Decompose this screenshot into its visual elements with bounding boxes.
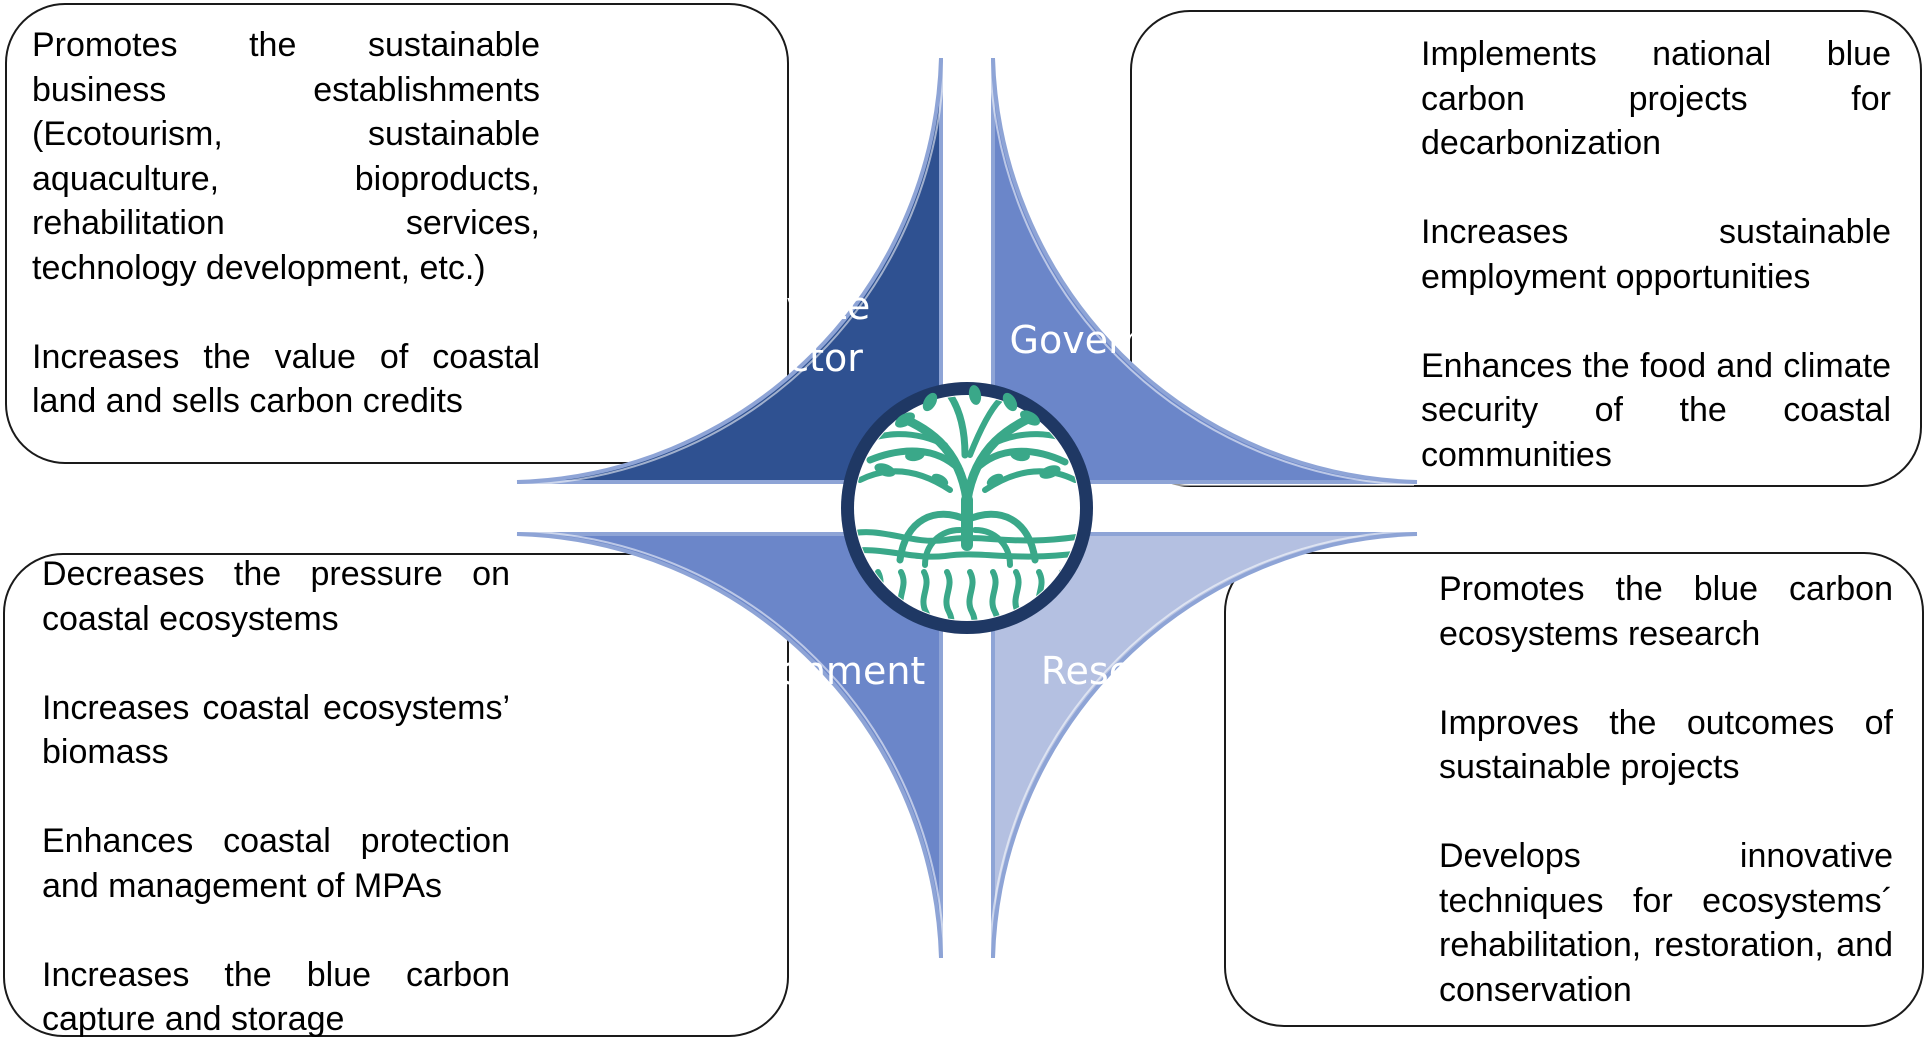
government-point-1: Implements national blue carbon projects… [1421, 35, 1891, 162]
text-environment: Decreases the pressure on coastal ecosys… [42, 552, 510, 1042]
quadrant-research-highlight [989, 530, 1415, 956]
quadrant-private-sector [516, 57, 943, 484]
quadrant-government [991, 57, 1418, 484]
environment-point-2: Increases coastal ecosystems’ biomass [42, 688, 510, 772]
private-sector-point-1: Promotes the sustainable business establ… [32, 26, 540, 287]
text-research: Promotes the blue carbon ecosystems rese… [1439, 567, 1893, 1012]
environment-point-4: Increases the blue carbon capture and st… [42, 955, 510, 1039]
private-sector-point-2: Increases the value of coastal land and … [32, 337, 540, 421]
quadrant-label-line: Government [1010, 318, 1247, 362]
text-private-sector: Promotes the sustainable business establ… [32, 23, 540, 424]
government-point-2: Increases sustainable employment opportu… [1421, 213, 1891, 296]
quadrant-environment-highlight [519, 530, 945, 956]
box-research [1224, 552, 1924, 1027]
research-point-1: Promotes the blue carbon ecosystems rese… [1439, 570, 1893, 653]
environment-point-3: Enhances coastal protection and manageme… [42, 822, 510, 905]
quadrant-label-environment: Environment [683, 649, 926, 693]
mangrove-tree-logo-icon [841, 382, 1093, 634]
quadrant-label-line: Environment [683, 649, 926, 693]
quadrant-label-research: Research [1041, 649, 1215, 693]
research-point-2: Improves the outcomes of sustainable pro… [1439, 703, 1893, 787]
box-government [1130, 10, 1922, 487]
government-point-3: Enhances the food and climate security o… [1421, 346, 1891, 474]
research-point-3: Develops innovative techniques for ecosy… [1439, 837, 1893, 1009]
quadrant-research [991, 532, 1418, 959]
quadrant-government-highlight [989, 60, 1415, 486]
quadrant-private-sector-highlight [519, 60, 945, 486]
quadrant-environment [516, 532, 943, 959]
quadrant-label-line: Research [1041, 649, 1215, 693]
box-private-sector [5, 3, 789, 464]
quadrant-label-line: Private [738, 284, 870, 328]
quadrant-label-line: sector [745, 336, 863, 380]
box-environment [3, 553, 789, 1037]
quadrant-label-government: Government [1010, 318, 1247, 362]
text-government: Implements national blue carbon projects… [1421, 32, 1891, 477]
environment-point-1: Decreases the pressure on coastal ecosys… [42, 555, 510, 638]
quadrant-label-private-sector: Private sector [738, 284, 870, 380]
